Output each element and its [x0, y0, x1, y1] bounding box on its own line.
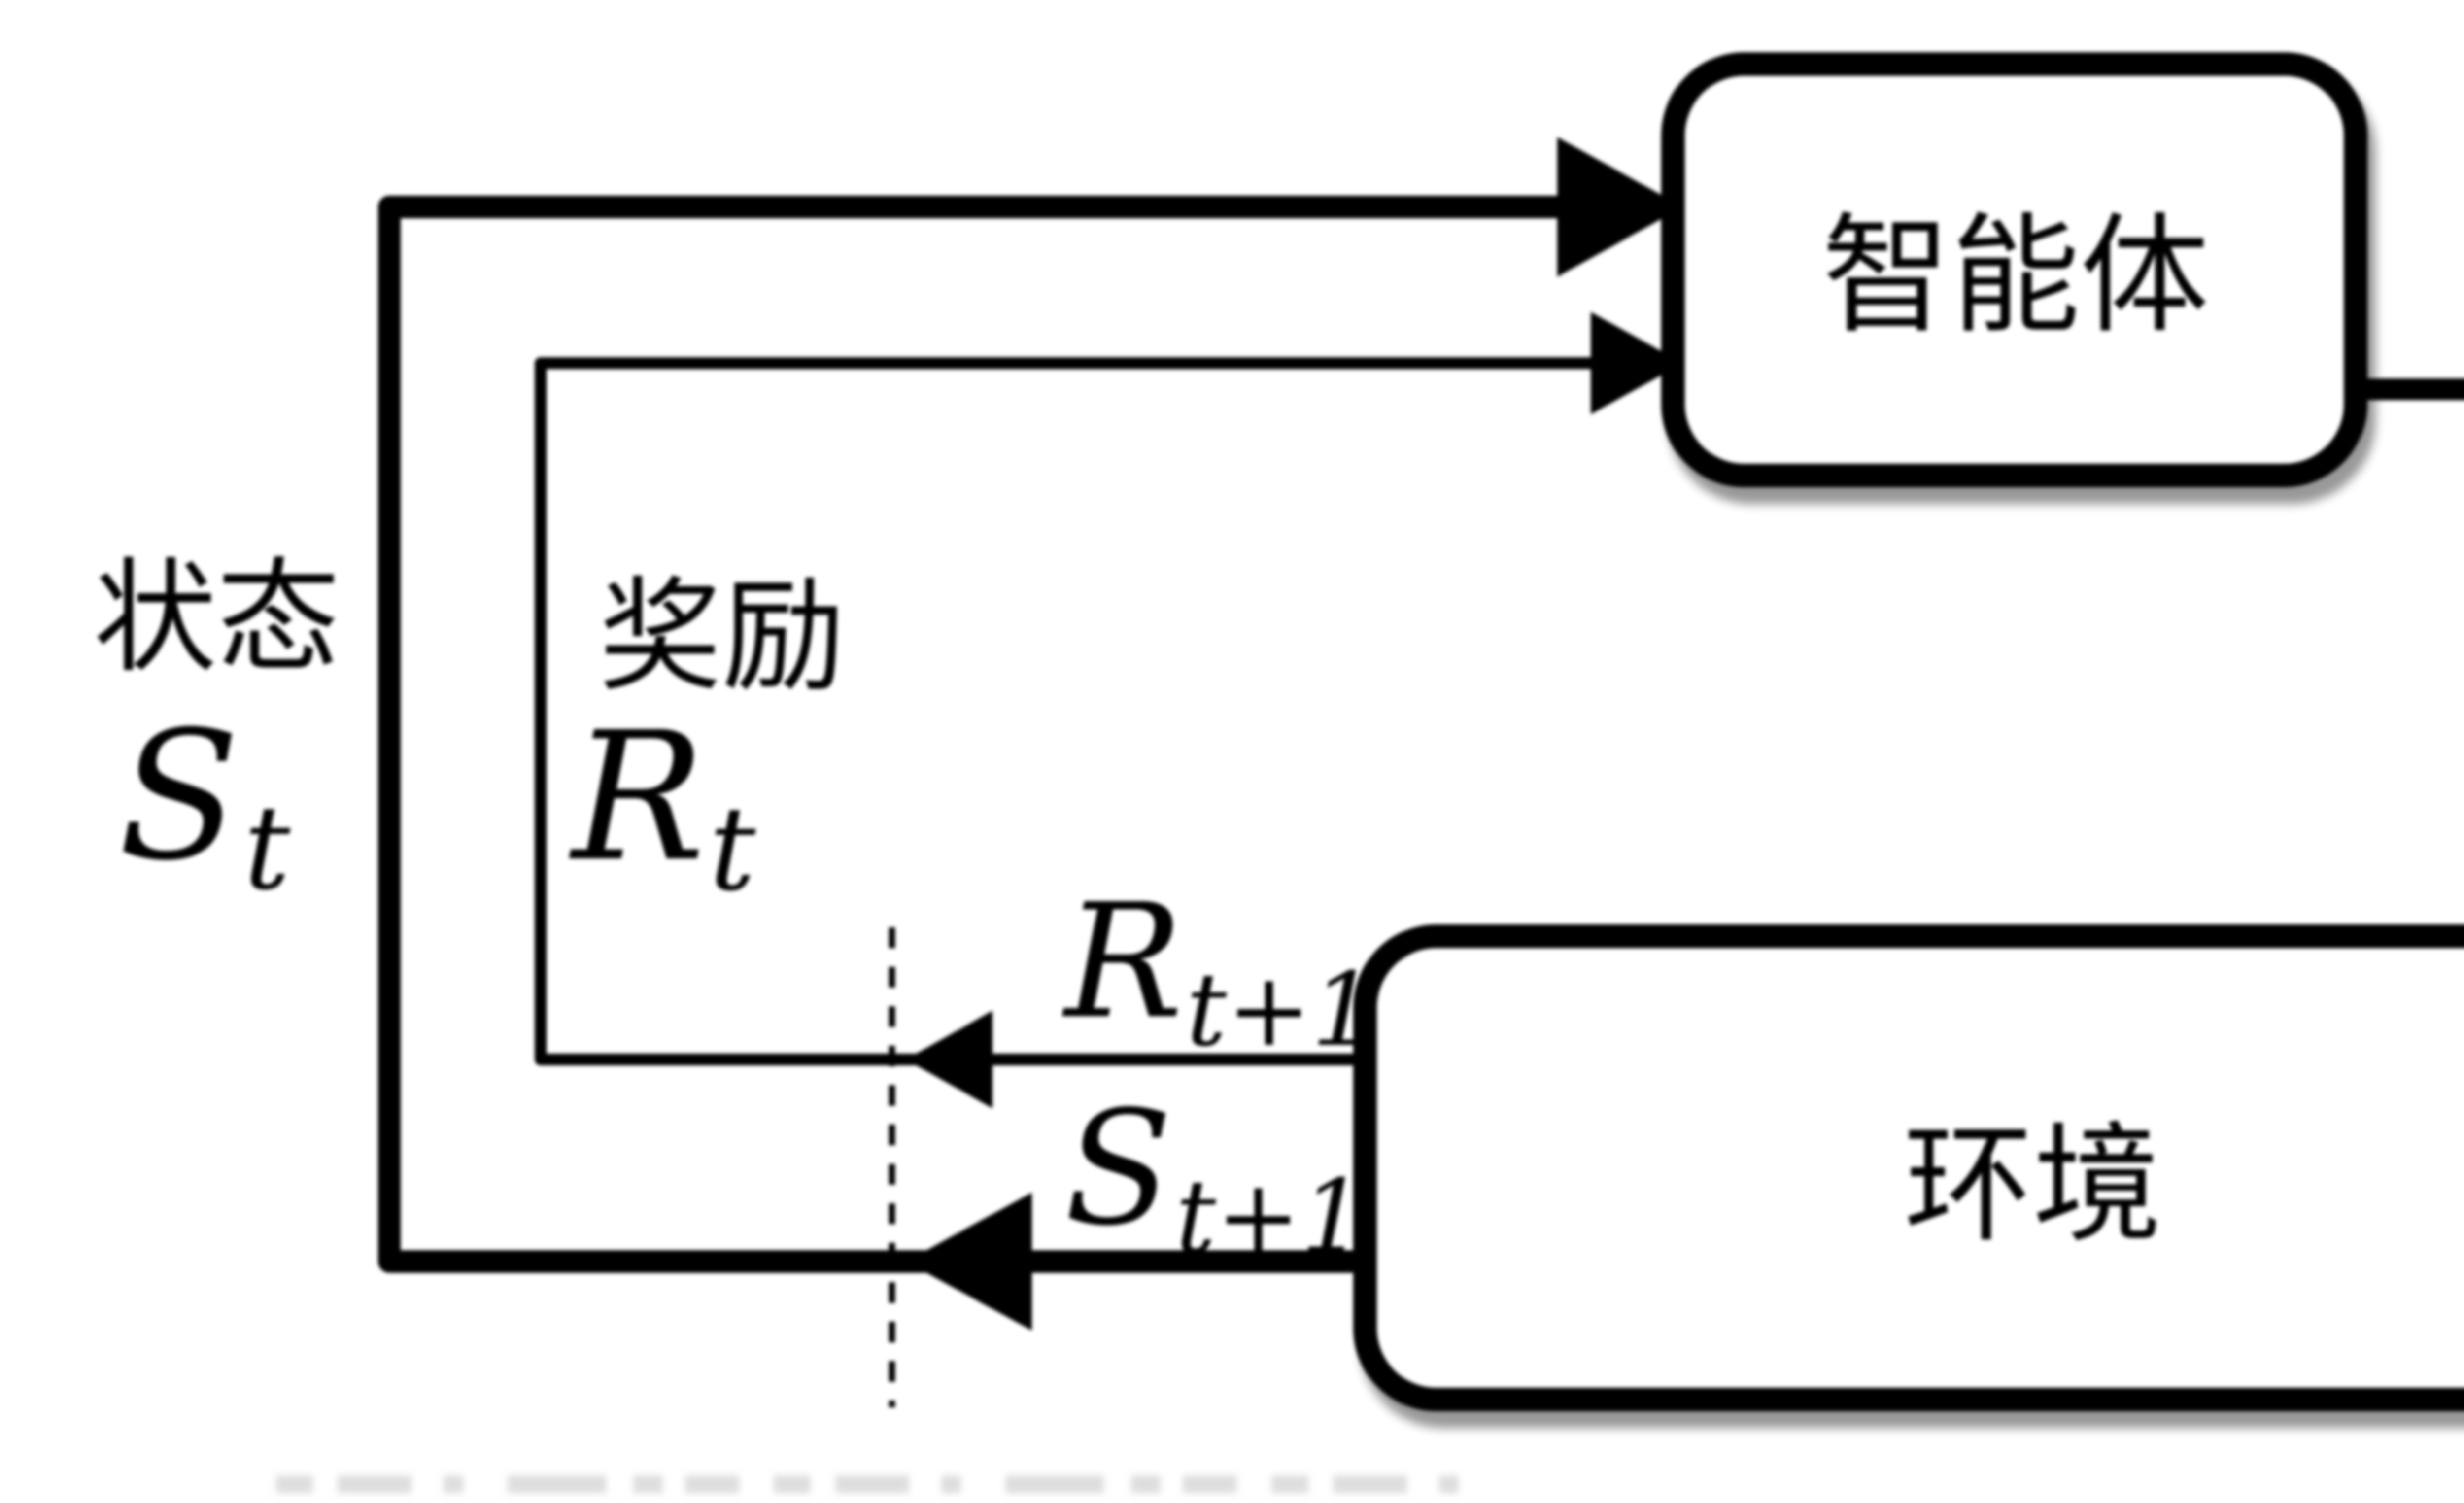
agent-box: [1661, 52, 2367, 487]
reward-label-zh: 奖励: [599, 565, 845, 708]
next-state-letter: S: [1064, 1077, 1172, 1261]
next-state-arrowhead: [906, 1193, 1032, 1331]
next-reward-arrowhead: [906, 1011, 992, 1108]
next-reward-subscript: t+1: [1186, 952, 1376, 1069]
state-symbol: St: [118, 693, 291, 916]
agent-label: 智能体: [1822, 201, 2209, 351]
next-reward-symbol: Rt+1: [1062, 870, 1376, 1069]
environment-box: [1353, 924, 2464, 1411]
reward-symbol-subscript: t: [709, 782, 756, 917]
environment-label: 环境: [1904, 1110, 2162, 1260]
reward-symbol: Rt: [569, 694, 756, 917]
reward-into-agent-arrowhead: [1591, 312, 1683, 414]
state-symbol-subscript: t: [244, 781, 291, 916]
next-state-subscript: t+1: [1175, 1159, 1365, 1276]
state-symbol-letter: S: [118, 693, 240, 899]
state-loop-line: [378, 196, 1661, 1273]
next-reward-letter: R: [1062, 870, 1183, 1054]
state-label-zh: 状态: [94, 546, 340, 689]
diagram-artwork: 智能体 环境 状态 St 奖励 Rt 动作 At Rt+1 St+1: [94, 52, 2464, 1411]
state-into-agent-arrowhead: [1557, 137, 1683, 277]
reward-symbol-letter: R: [569, 694, 705, 900]
next-state-symbol: St+1: [1064, 1077, 1365, 1276]
